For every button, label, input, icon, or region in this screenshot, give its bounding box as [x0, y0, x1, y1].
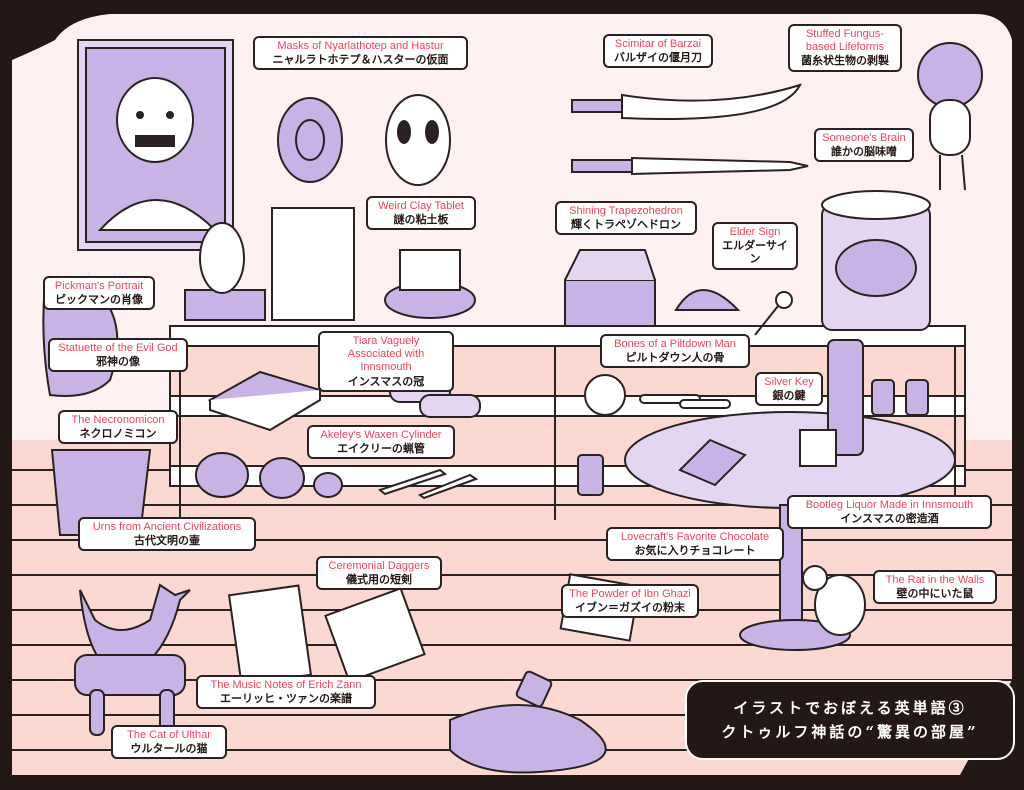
label-ja: 輝くトラペゾヘドロン: [571, 218, 681, 232]
label-ja: 壁の中にいた鼠: [896, 587, 974, 601]
label-piltdown: Bones of a Piltdown Man ピルトダウン人の骨: [600, 334, 750, 369]
label-en: Shining Trapezohedron: [569, 205, 683, 217]
powder-jar: [577, 454, 604, 496]
ink-spill: [449, 670, 607, 774]
label-en: Scimitar of Barzai: [614, 38, 702, 50]
label-music-notes: The Music Notes of Erich Zann エーリッヒ・ツァンの…: [196, 675, 376, 710]
label-ja: 儀式用の短剣: [346, 573, 412, 587]
tiara: [384, 249, 476, 319]
bottles: [871, 379, 929, 416]
urns: [195, 452, 343, 499]
label-rat: The Rat in the Walls 壁の中にいた鼠: [873, 570, 997, 605]
label-ja: インスマスの冠: [347, 374, 425, 388]
label-en: Weird Clay Tablet: [378, 200, 464, 212]
label-en: Pickman's Portrait: [54, 280, 144, 292]
label-en: Silver Key: [764, 376, 814, 388]
trapezohedron-box: [564, 249, 656, 327]
clay-tablet: [271, 207, 355, 321]
label-powder: The Powder of Ibn Ghazi イブン＝ガズイの粉末: [561, 584, 699, 619]
round-table: [624, 339, 956, 651]
label-ja: ピックマンの肖像: [55, 293, 143, 307]
label-en: Someone's Brain: [822, 132, 906, 144]
label-ja: エーリッヒ・ツァンの楽譜: [220, 692, 352, 706]
title-line-1: イラストでおぼえる英単語③: [733, 699, 967, 717]
cat: [74, 583, 191, 736]
label-en: Bootleg Liquor Made in Innsmouth: [805, 499, 974, 511]
label-en: Elder Sign: [729, 226, 781, 238]
label-ja: エイクリーの蝋管: [337, 442, 425, 456]
label-ja: インスマスの密造酒: [840, 512, 939, 526]
label-clay-tablet: Weird Clay Tablet 謎の粘土板: [366, 196, 476, 231]
label-necronomicon: The Necronomicon ネクロノミコン: [58, 410, 178, 445]
label-cylinder: Akeley's Waxen Cylinder エイクリーの蝋管: [307, 425, 455, 460]
label-fungus: Stuffed Fungus-based Lifeforms 菌糸状生物の剥製: [788, 24, 902, 72]
label-tiara: Tiara Vaguely Associated with Innsmouth …: [318, 331, 454, 392]
label-en: The Necronomicon: [71, 414, 165, 426]
label-liquor: Bootleg Liquor Made in Innsmouth インスマスの密…: [787, 495, 992, 530]
label-scimitar: Scimitar of Barzai バルザイの偃月刀: [603, 34, 713, 69]
label-cat: The Cat of Ulthar ウルタールの猫: [111, 725, 227, 760]
label-daggers: Ceremonial Daggers 儀式用の短剣: [316, 556, 442, 591]
fungus-lifeform: [917, 42, 983, 191]
label-en: Statuette of the Evil God: [58, 342, 178, 354]
label-brain: Someone's Brain 誰かの脳味噌: [814, 128, 914, 163]
label-ja: 銀の鍵: [772, 389, 806, 403]
scimitar: [571, 83, 809, 176]
label-en: Bones of a Piltdown Man: [614, 338, 736, 350]
label-ja: お気に入りチョコレート: [634, 544, 756, 558]
elder-sign-stone: [674, 289, 741, 311]
daggers: [377, 468, 479, 500]
title-box: イラストでおぼえる英単語③ クトゥルフ神話の“驚異の部屋”: [685, 680, 1015, 760]
label-ja: バルザイの偃月刀: [614, 51, 702, 65]
brain-jar: [821, 190, 931, 331]
label-elder-sign: Elder Sign エルダーサイン: [712, 222, 798, 270]
label-ja: 謎の粘土板: [393, 213, 449, 227]
label-ja: 古代文明の壷: [134, 534, 200, 548]
music-papers: [227, 573, 641, 686]
rat: [802, 565, 866, 636]
label-urns: Urns from Ancient Civilizations 古代文明の壷: [78, 517, 256, 552]
label-en: Lovecraft's Favorite Chocolate: [620, 531, 770, 543]
label-ja: エルダーサイン: [722, 239, 788, 266]
skull-and-bones: [584, 374, 731, 416]
label-en: The Music Notes of Erich Zann: [210, 679, 362, 691]
label-en: The Rat in the Walls: [885, 574, 985, 586]
label-en: Stuffed Fungus-based Lifeforms: [805, 28, 885, 54]
label-en: The Powder of Ibn Ghazi: [569, 588, 691, 600]
necronomicon-book: [207, 370, 323, 432]
label-en: The Cat of Ulthar: [127, 729, 211, 741]
masks: [277, 94, 451, 186]
silver-key: [754, 291, 793, 336]
label-pickman: Pickman's Portrait ピックマンの肖像: [43, 276, 155, 311]
title-line-2: クトゥルフ神話の“驚異の部屋”: [721, 723, 979, 741]
label-en: Urns from Ancient Civilizations: [92, 521, 242, 533]
shelf: [169, 325, 966, 520]
label-ja: 菌糸状生物の剥製: [801, 54, 889, 68]
label-en: Akeley's Waxen Cylinder: [320, 429, 442, 441]
label-ja: ウルタールの猫: [130, 742, 208, 756]
label-ja: ネクロノミコン: [79, 427, 157, 441]
label-ja: 誰かの脳味噌: [831, 145, 897, 159]
label-ja: イブン＝ガズイの粉末: [575, 601, 685, 615]
label-statuette: Statuette of the Evil God 邪神の像: [48, 338, 188, 373]
statuette: [184, 222, 266, 321]
label-masks: Masks of Nyarlathotep and Hastur ニャルラトホテ…: [253, 36, 468, 71]
label-ja: 邪神の像: [96, 355, 140, 369]
label-trapezohedron: Shining Trapezohedron 輝くトラペゾヘドロン: [555, 201, 697, 236]
label-chocolate: Lovecraft's Favorite Chocolate お気に入りチョコレ…: [606, 527, 784, 562]
label-en: Ceremonial Daggers: [328, 560, 430, 572]
label-en: Masks of Nyarlathotep and Hastur: [277, 40, 444, 52]
pickman-portrait: [77, 39, 234, 251]
label-en: Tiara Vaguely Associated with Innsmouth: [347, 335, 425, 374]
label-ja: ニャルラトホテプ＆ハスターの仮面: [272, 53, 449, 67]
label-ja: ピルトダウン人の骨: [625, 351, 725, 365]
label-silver-key: Silver Key 銀の鍵: [755, 372, 823, 407]
